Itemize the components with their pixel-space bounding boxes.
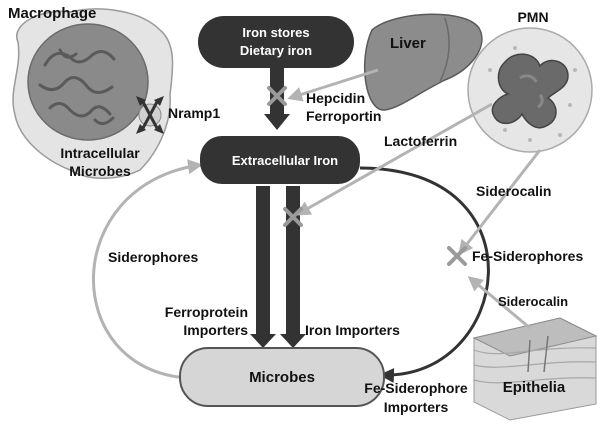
epithelia-label: Epithelia — [503, 379, 566, 396]
epithelia-tissue-illustration — [472, 317, 598, 421]
iron-importers-label: Iron Importers — [305, 322, 400, 338]
fe-siderophore-importers-label: Importers — [384, 399, 449, 415]
iron-importer-arrow — [280, 186, 306, 348]
pmn-siderocalin-arrow — [458, 149, 542, 256]
pmn-label: PMN — [517, 9, 548, 25]
fe-siderophore-label: Fe-Siderophore — [364, 380, 468, 396]
liver-hepcidin-arrow — [287, 68, 379, 102]
inhibition-x-lactoferrin — [283, 207, 303, 227]
iron-stores-node: Iron stores Dietary iron — [198, 16, 354, 68]
microbes-node: Microbes — [179, 347, 385, 407]
ferroprotein-label: Ferroprotein — [165, 304, 248, 320]
extracellular-iron-label: Extracellular Iron — [232, 153, 338, 168]
hepcidin-label: Hepcidin — [306, 90, 365, 106]
siderocalin-bottom-label: Siderocalin — [498, 294, 568, 309]
nramp1-cross-arrows — [136, 96, 164, 134]
siderophore-loop-left — [92, 159, 203, 380]
liver-organ-illustration — [363, 13, 483, 111]
inhibition-x-hepcidin — [267, 86, 287, 106]
extracellular-iron-node: Extracellular Iron — [200, 136, 360, 184]
pmn-cell-illustration — [467, 27, 593, 153]
dietary-iron-label: Dietary iron — [240, 43, 312, 58]
ferroportin-label: Ferroportin — [306, 108, 381, 124]
inhibition-x-siderocalin — [447, 246, 467, 266]
liver-label: Liver — [390, 35, 426, 52]
ferroprotein-importers-label: Importers — [183, 322, 248, 338]
intracellular-label: Intracellular — [60, 145, 140, 161]
pmn-lactoferrin-arrow — [295, 102, 493, 216]
lactoferrin-label: Lactoferrin — [384, 133, 457, 149]
ferroprotein-importer-arrow — [250, 186, 276, 348]
intracellular-microbes-label: Microbes — [69, 163, 131, 179]
fe-siderophores-label: Fe-Siderophores — [472, 248, 583, 264]
microbes-label: Microbes — [249, 369, 315, 386]
macrophage-cell-illustration — [12, 8, 174, 179]
iron-stores-label: Iron stores — [242, 25, 309, 40]
siderophore-loop-right — [359, 166, 490, 383]
epithelia-siderocalin-arrow — [467, 276, 531, 330]
nramp1-label: Nramp1 — [168, 105, 220, 121]
siderophores-label: Siderophores — [108, 249, 198, 265]
siderocalin-top-label: Siderocalin — [476, 183, 551, 199]
macrophage-label: Macrophage — [8, 5, 96, 22]
iron-stores-to-extracellular-arrow — [264, 64, 290, 130]
